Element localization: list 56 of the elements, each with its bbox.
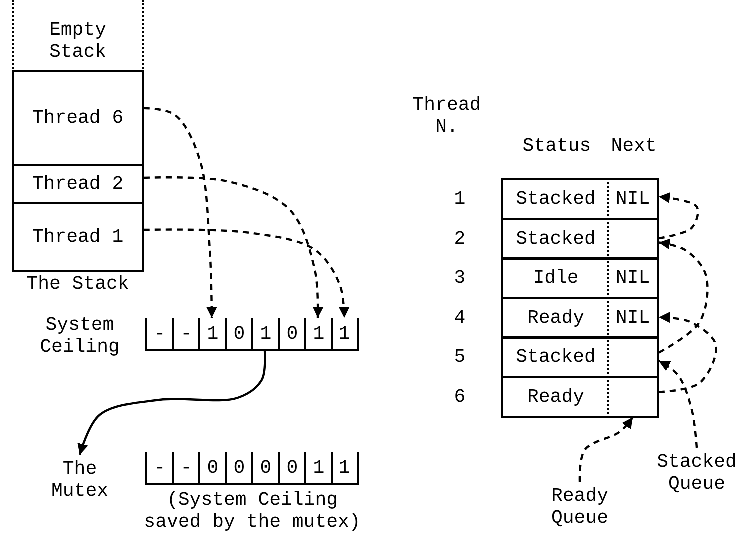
column-header: Next [610,134,658,158]
dashed-arrow [658,312,718,394]
bit-cell: 1 [304,318,332,351]
bit-cell: 1 [330,318,358,351]
dashed-arrow [658,238,709,354]
bit-cell: 0 [198,452,226,485]
next-pointer-cell: NIL [607,296,659,338]
bit-cell: 1 [330,452,358,485]
node-label: Stacked Queue [650,448,744,498]
bit-cell: 0 [251,452,279,485]
row-number: 4 [453,306,467,330]
row-number: 1 [453,187,467,212]
stack-caption: The Stack [26,272,130,296]
bit-cell: 0 [278,452,306,485]
status-cell: Ready [501,376,609,418]
dashed-arrow [144,228,350,318]
bit-cell: 0 [278,318,306,351]
register-caption: (System Ceiling saved by the mutex) [143,488,362,534]
dashed-arrow [144,176,324,318]
next-pointer-cell: NIL [607,257,659,299]
row-number: 3 [453,266,467,291]
status-cell: Ready [501,296,609,338]
dashed-arrow [144,107,218,318]
empty-stack-region: Empty Stack [12,0,144,72]
status-cell: Stacked [501,218,609,260]
stack-frame: Thread 6 [12,70,144,166]
column-header: Status [522,134,592,158]
stack-frame: Thread 1 [12,202,144,272]
column-header: Thread N. [412,93,482,139]
status-cell: Stacked [501,178,609,220]
row-number: 2 [453,226,467,252]
status-cell: Idle [501,257,609,299]
bit-cell: 0 [224,318,252,351]
status-cell: Stacked [501,336,609,378]
dashed-arrow [658,360,698,448]
next-pointer-cell: NIL [607,178,659,220]
stack-frame: Thread 2 [12,164,144,204]
dashed-arrow [658,192,700,240]
arrow [78,350,266,456]
bit-cell: - [172,452,200,485]
bit-cell: 0 [224,452,252,485]
row-number: 6 [453,384,467,410]
bit-cell: - [172,318,200,351]
register-label: System Ceiling [39,313,121,359]
next-pointer-cell [607,336,659,378]
node-label: The Mutex [40,455,120,505]
bit-cell: 1 [251,318,279,351]
bit-cell: 1 [304,452,332,485]
bit-cell: 1 [198,318,226,351]
next-pointer-cell [607,218,659,260]
bit-cell: - [145,318,173,351]
dashed-arrow [578,416,634,482]
bit-cell: - [145,452,173,485]
next-pointer-cell [607,376,659,418]
row-number: 5 [453,345,467,370]
node-label: Ready Queue [538,482,622,532]
